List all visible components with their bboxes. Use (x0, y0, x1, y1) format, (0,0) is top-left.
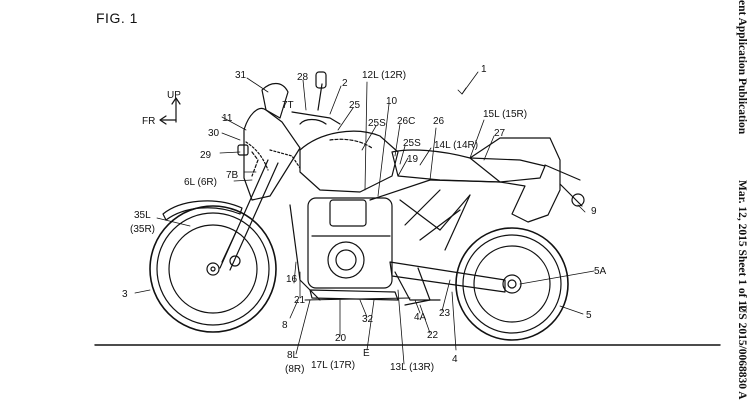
label-3: 3 (122, 289, 128, 300)
label-19: 19 (407, 154, 419, 165)
label-30: 30 (208, 128, 220, 139)
label-32: 32 (362, 314, 374, 325)
label-35r: (35R) (130, 224, 155, 235)
label-11: 11 (222, 113, 233, 124)
label-5: 5 (586, 310, 592, 321)
front-fender (162, 200, 243, 221)
label-25: 25 (349, 100, 361, 111)
label-4: 4 (452, 354, 458, 365)
label-25s-a: 25S (368, 118, 386, 129)
label-9: 9 (591, 206, 597, 217)
footpeg-bracket (394, 271, 441, 301)
label-7b: 7B (226, 170, 239, 181)
label-up: UP (167, 90, 181, 101)
label-20: 20 (335, 333, 347, 344)
label-8r: (8R) (285, 364, 304, 375)
label-4a: 4A (414, 312, 427, 323)
label-16: 16 (286, 274, 298, 285)
label-26c: 26C (397, 116, 415, 127)
rear-cowl (469, 137, 561, 223)
label-10: 10 (386, 96, 398, 107)
label-2: 2 (342, 78, 348, 89)
tail-light-stay (559, 183, 583, 207)
label-15: 15L (15R) (483, 109, 527, 120)
label-27: 27 (494, 128, 506, 139)
label-6: 6L (6R) (184, 177, 217, 188)
label-1: 1 (481, 64, 487, 75)
figure-title: FIG. 1 (96, 10, 138, 26)
handlebar-assembly (291, 71, 341, 125)
label-13: 13L (13R) (390, 362, 434, 373)
label-21: 21 (294, 295, 306, 306)
front-arrow-head (159, 115, 167, 125)
label-8: 8 (282, 320, 288, 331)
engine (307, 197, 399, 301)
label-14: 14L (14R) (434, 140, 478, 151)
swingarm (389, 261, 506, 293)
label-23: 23 (439, 308, 451, 319)
label-25s-b: 25S (403, 138, 421, 149)
label-fr: FR (142, 116, 155, 127)
label-e: E (363, 348, 370, 359)
frame (369, 179, 501, 251)
fairing (237, 82, 301, 201)
label-35l: 35L (134, 210, 151, 221)
front-wheel (149, 205, 277, 333)
rear-wheel (455, 227, 569, 341)
label-28: 28 (297, 72, 309, 83)
up-arrow-head (171, 97, 181, 105)
skid-plate (309, 289, 399, 301)
label-8l: 8L (287, 350, 299, 361)
label-17: 17L (17R) (311, 360, 355, 371)
front-fork (219, 159, 279, 271)
label-5a: 5A (594, 266, 607, 277)
reference-labels: UP FR 1 2 3 4 4A 5 5A 6L (6R) 7B 7T 8 8L… (122, 64, 607, 375)
engine-guard (289, 204, 321, 301)
fuel-tank (299, 130, 399, 193)
label-22: 22 (427, 330, 439, 341)
label-7t: 7T (282, 100, 294, 111)
label-12: 12L (12R) (362, 70, 406, 81)
label-29: 29 (200, 150, 212, 161)
label-26: 26 (433, 116, 445, 127)
label-31: 31 (235, 70, 247, 81)
